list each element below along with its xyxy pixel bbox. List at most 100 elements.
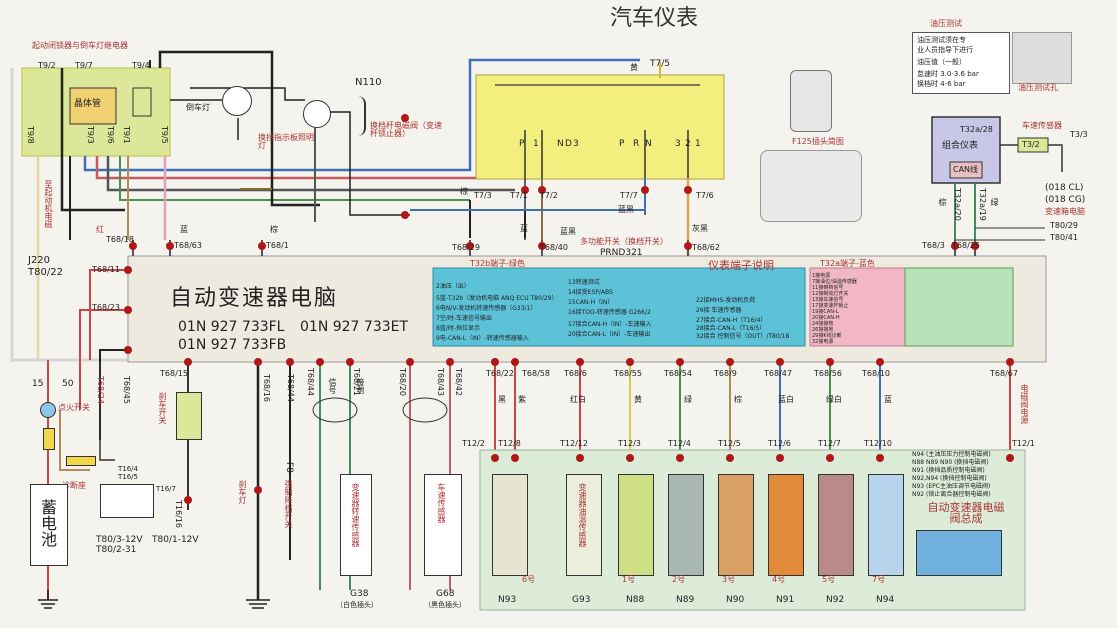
pin-t68-56: T68/56 (814, 369, 842, 378)
pin-t7-3: T7/3 (474, 191, 492, 200)
pin-t68-15: T68/15 (160, 369, 188, 378)
pin-t68-23: T68/23 (92, 303, 120, 312)
oil-test-line: 业人员指导下进行 (917, 46, 973, 54)
valve-mark: 3号 (722, 575, 736, 584)
t32b-line: 14接受ESP/ABS (568, 289, 613, 296)
page-title: 汽车仪表 (610, 6, 699, 31)
t32a-line: 12接制动灯开关 (812, 291, 849, 297)
wire-color: 棕 (734, 395, 742, 404)
wire-color: 黄 (634, 395, 642, 404)
t32a-line: 17接变速杆锁止 (812, 303, 849, 309)
pin-t68-20: T68/20 (398, 368, 407, 396)
code-label: 变速箱电脑 (1045, 207, 1085, 216)
valve-mark: 5号 (822, 575, 836, 584)
t80-22-label: T80/22 (28, 267, 63, 278)
pin-t68-47: T68/47 (764, 369, 792, 378)
oil-test-line: 油压值（一般） (917, 58, 966, 66)
pin-desc-title: 仪表端子说明 (708, 259, 774, 272)
valve-name: N90 (726, 595, 745, 605)
g38-desc: 变速器转速传感器 (351, 483, 360, 547)
t12-label: T12/12 (560, 439, 588, 448)
valve-name: N89 (676, 595, 695, 605)
valve-mark: 2号 (672, 575, 686, 584)
t32b-line: 13转速测试 (568, 279, 600, 286)
t32b-line: 20接合CAN-L（IN）-车速输出 (568, 331, 651, 338)
pin-t9-5: T9/5 (160, 126, 169, 144)
pos-label: N (645, 139, 652, 149)
solenoid-coil-icon (350, 96, 366, 136)
t32a-line: 24接接地 (812, 321, 834, 327)
pin-t32a-28: T32a/28 (960, 125, 993, 134)
pin-t68-58: T68/58 (522, 369, 550, 378)
valve-n93 (492, 474, 528, 576)
selector-switch-code: PRND321 (600, 248, 643, 258)
valve-name: G93 (572, 595, 591, 605)
pin-t9-3: T9/3 (86, 126, 95, 144)
wire-yellow: 黄 (630, 63, 638, 72)
pin-t68-3: T68/3 (922, 241, 945, 250)
valve-assembly-label: 自动变速器电磁阀总成 (927, 501, 1005, 525)
pin-t68-44b: T68/44 (306, 368, 315, 396)
starter-note: 至起动机电磁 (44, 180, 53, 228)
pin-t68-22: T68/22 (486, 369, 514, 378)
t32b-line: 22接MHS-发动机负荷 (696, 297, 756, 304)
pin-t3-3: T3/3 (1070, 130, 1088, 139)
signal-label: 信号 (328, 378, 337, 394)
wire-color: 绿白 (826, 395, 842, 404)
valve-n92 (818, 474, 854, 576)
pin-t68-54: T68/54 (664, 369, 692, 378)
t80-3-label: T80/3-12V (96, 535, 143, 545)
pos-label: 1 (533, 139, 539, 149)
pin-t68-10: T68/10 (862, 369, 890, 378)
pos-label: R (633, 139, 640, 149)
pin-t68-62: T68/62 (692, 243, 720, 252)
valve-name: N88 (626, 595, 645, 605)
pin-t68-43: T68/43 (436, 368, 445, 396)
t32b-line: 17接合CAN-H（IN）-车速输入 (568, 321, 652, 328)
relay-heading: 起动闭锁器与倒车灯继电器 (32, 41, 128, 50)
pos-label: 3 (675, 139, 681, 149)
ecu-part-3: 01N 927 733FB (178, 337, 287, 353)
dlc-label: 诊断座 (62, 481, 86, 490)
pin-t9-1: T9/1 (122, 126, 131, 144)
f8-label: F8 (284, 462, 294, 473)
t80-2-label: T80/2-31 (96, 545, 137, 555)
n110-id: N110 (355, 77, 382, 88)
g93-desc: 变速器油温传感器 (578, 483, 587, 547)
wire-brown: 棕 (460, 187, 468, 196)
pin-t68-1: T68/1 (266, 241, 289, 250)
pos-label: N (557, 139, 564, 149)
pin-t68-42: T68/42 (454, 368, 463, 396)
g38-id: G38 (350, 589, 369, 599)
t32a-line: 29接K线诊断 (812, 333, 842, 339)
ground-symbol-icon (240, 172, 272, 190)
oil-test-title: 油压测试 (930, 19, 962, 28)
valve-n94 (868, 474, 904, 576)
valve-n89 (668, 474, 704, 576)
pin-t68-67: T68/67 (990, 369, 1018, 378)
ecu-part-1: 01N 927 733FL (178, 319, 285, 335)
wire-grey-black: 灰黑 (692, 224, 708, 233)
pin-t68-9: T68/9 (714, 369, 737, 378)
connector-image (790, 70, 832, 132)
fuse-icon-2 (66, 456, 96, 466)
pin-t68-18: T68/18 (106, 235, 134, 244)
t12-label: T12/5 (718, 439, 741, 448)
ignition-switch-icon (40, 402, 56, 418)
connector-caption: F125插头简图 (792, 137, 844, 146)
g68-caption: （黑色插头） (424, 601, 466, 609)
t32b-line: 28接合-CAN-L（T16/5） (696, 325, 766, 332)
ecu-part-2: 01N 927 733ET (300, 319, 409, 335)
brake-switch (176, 392, 202, 440)
wire-label: 绿 (990, 198, 999, 206)
illumination-lamp-label: 换挡指示板照明灯 (258, 133, 314, 150)
valve-name: N91 (776, 595, 795, 605)
t32b-line: 8蓝/时-挡位显示 (436, 325, 481, 332)
transmission-sketch (760, 150, 862, 222)
legend-line: N91 (换挡品质控制电磁阀) (912, 467, 985, 474)
pos-label: D (565, 139, 572, 149)
g68-desc: 车速传感器 (437, 483, 446, 523)
pin-t3-2: T3/2 (1022, 140, 1040, 149)
valve-name: N92 (826, 595, 845, 605)
